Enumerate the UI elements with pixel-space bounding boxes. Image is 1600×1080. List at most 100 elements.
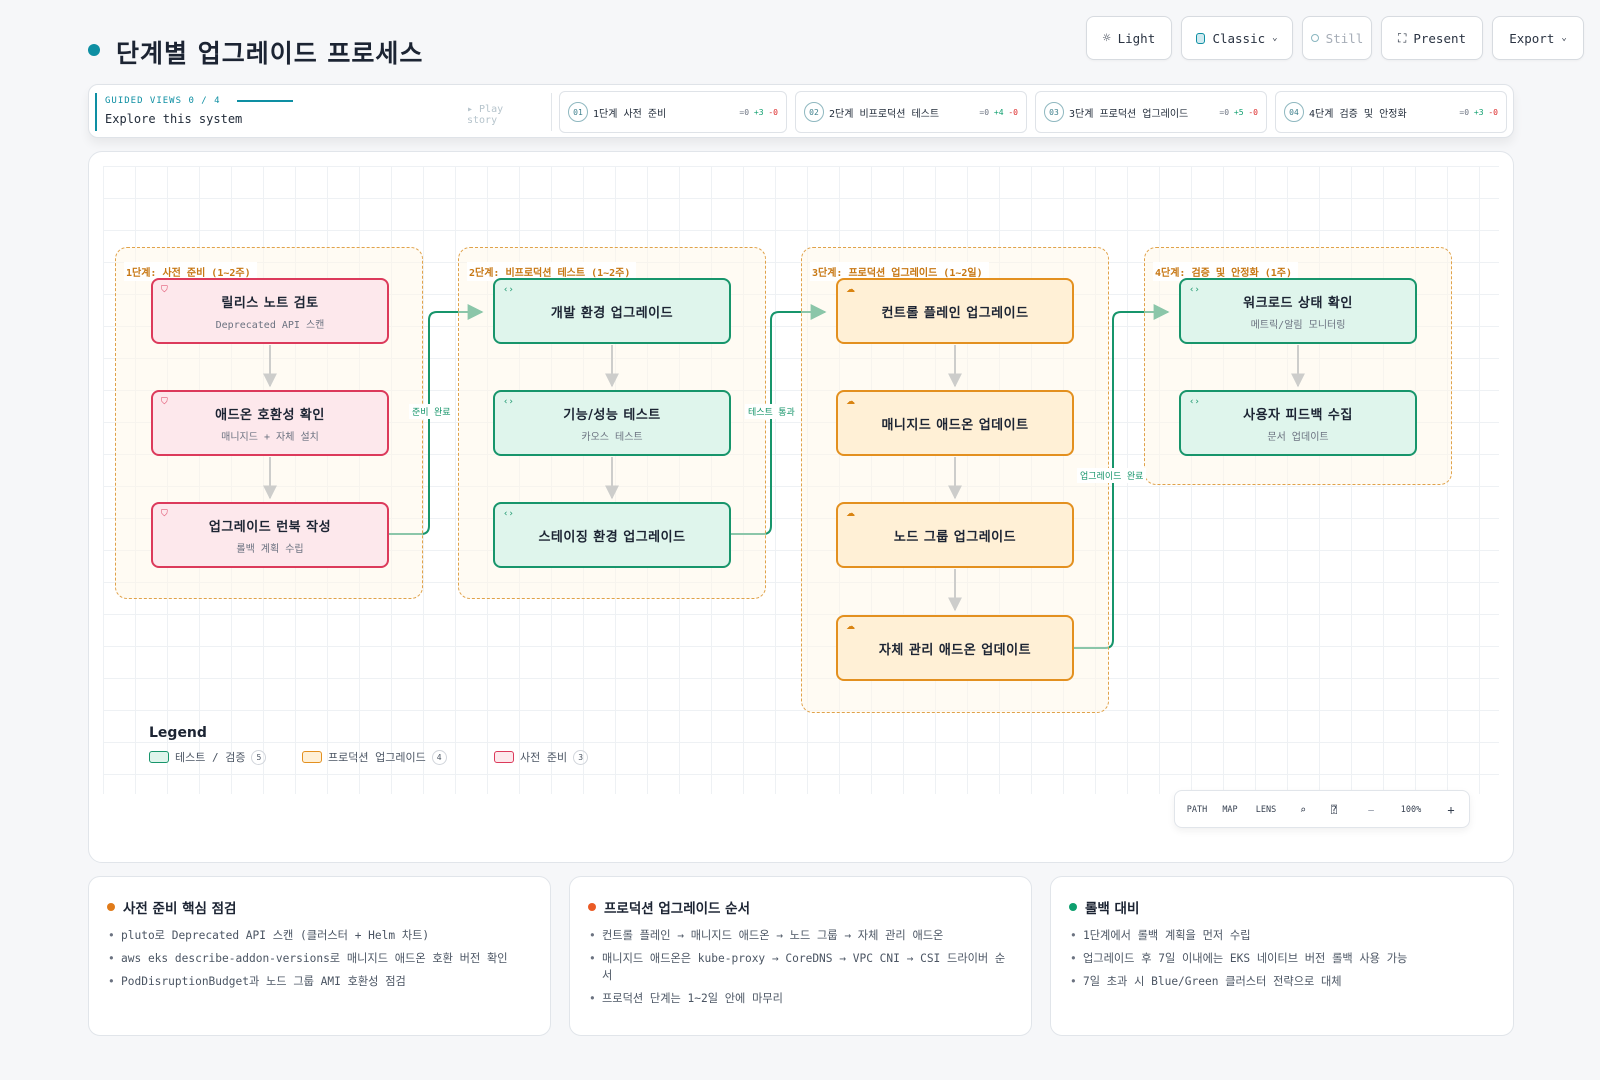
legend-item-test[interactable]: 테스트 / 검증 5 [149, 749, 267, 765]
node-staging-upgrade[interactable]: ‹› 스테이징 환경 업그레이드 [493, 502, 731, 568]
guided-intro: GUIDED VIEWS 0 / 4 Explore this system ▸… [95, 93, 535, 131]
circle-icon [1310, 34, 1319, 42]
guided-subtitle: Explore this system [105, 112, 243, 126]
divider [551, 93, 552, 131]
node-subtitle: 문서 업데이트 [1267, 431, 1329, 443]
list-item: 매니지드 애드온은 kube-proxy → CoreDNS → VPC CNI… [588, 950, 1013, 984]
stat-added: +3 [1473, 107, 1484, 117]
card-title: 사전 준비 핵심 점검 [123, 901, 237, 917]
card-title: 프로덕션 업그레이드 순서 [604, 901, 751, 917]
group-label: 2단계: 비프로덕션 테스트 (1~2주) [467, 262, 637, 281]
node-title: 기능/성능 테스트 [563, 407, 661, 423]
list-item: 업그레이드 후 7일 이내에는 EKS 네이티브 버전 롤백 사용 가능 [1069, 950, 1495, 967]
node-user-feedback[interactable]: ‹› 사용자 피드백 수집 문서 업데이트 [1179, 390, 1417, 456]
map-button[interactable]: MAP [1222, 805, 1238, 815]
lens-button[interactable]: LENS [1255, 805, 1277, 815]
stat-removed: -0 [1008, 107, 1018, 117]
node-release-notes-review[interactable]: ⛉ 릴리스 노트 검토 Deprecated API 스캔 [151, 278, 389, 344]
node-subtitle: 메트릭/알림 모니터링 [1250, 319, 1346, 331]
zoom-in-button[interactable]: + [1447, 803, 1455, 817]
edge-label: 준비 완료 [409, 404, 454, 419]
palette-icon [1196, 32, 1206, 44]
path-button[interactable]: PATH [1186, 805, 1208, 815]
cloud-icon: ☁ [846, 622, 855, 632]
node-runbook-writing[interactable]: ⛉ 업그레이드 런북 작성 롤백 계획 수립 [151, 502, 389, 568]
legend-item-prod[interactable]: 프로덕션 업그레이드 4 [302, 749, 447, 765]
step-stats: =0 +4 -0 [979, 108, 1018, 117]
node-self-managed-addon-update[interactable]: ☁ 자체 관리 애드온 업데이트 [836, 615, 1074, 681]
motion-label: Still [1325, 30, 1364, 46]
legend-item-prep[interactable]: 사전 준비 3 [494, 749, 589, 765]
node-managed-addon-update[interactable]: ☁ 매니지드 애드온 업데이트 [836, 390, 1074, 456]
stat-removed: -0 [768, 107, 778, 117]
theme-label: Light [1117, 30, 1156, 46]
cloud-icon: ☁ [846, 397, 855, 407]
stat-unchanged: =0 [1219, 107, 1230, 117]
node-title: 애드온 호환성 확인 [215, 407, 325, 423]
legend-count: 5 [251, 749, 267, 765]
node-dev-upgrade[interactable]: ‹› 개발 환경 업그레이드 [493, 278, 731, 344]
node-control-plane-upgrade[interactable]: ☁ 컨트롤 플레인 업그레이드 [836, 278, 1074, 344]
node-title: 사용자 피드백 수집 [1243, 407, 1353, 423]
motion-button[interactable]: Still [1302, 16, 1372, 60]
step-number: 01 [568, 102, 588, 122]
list-item: aws eks describe-addon-versions로 매니지드 애드… [107, 950, 532, 967]
stat-unchanged: =0 [739, 107, 750, 117]
diagram-canvas[interactable]: 1단계: 사전 준비 (1~2주) 2단계: 비프로덕션 테스트 (1~2주) … [88, 151, 1514, 863]
stat-added: +5 [1233, 107, 1244, 117]
group-label: 1단계: 사전 준비 (1~2주) [124, 262, 257, 281]
stat-removed: -0 [1488, 107, 1498, 117]
node-title: 노드 그룹 업그레이드 [893, 529, 1017, 545]
guided-step-2[interactable]: 02 2단계 비프로덕션 테스트 =0 +4 -0 [795, 91, 1027, 133]
node-workload-status-check[interactable]: ‹› 워크로드 상태 확인 메트릭/알림 모니터링 [1179, 278, 1417, 344]
node-title: 릴리스 노트 검토 [221, 295, 319, 311]
chevron-down-icon: ⌄ [1272, 32, 1278, 43]
legend-count: 4 [431, 749, 447, 765]
node-function-perf-test[interactable]: ‹› 기능/성능 테스트 카오스 테스트 [493, 390, 731, 456]
node-title: 스테이징 환경 업그레이드 [538, 529, 686, 545]
card-dot [588, 903, 596, 911]
legend-swatch [494, 751, 514, 763]
export-dropdown[interactable]: Export ⌄ [1492, 16, 1584, 60]
code-icon: ‹› [503, 509, 514, 519]
legend-label: 테스트 / 검증 [175, 751, 246, 764]
node-node-group-upgrade[interactable]: ☁ 노드 그룹 업그레이드 [836, 502, 1074, 568]
list-item: 1단계에서 롤백 계획을 먼저 수립 [1069, 927, 1495, 944]
present-label: Present [1413, 30, 1467, 46]
step-number: 04 [1284, 102, 1304, 122]
edge-phase2-to-phase3 [731, 304, 827, 535]
search-icon[interactable]: ⌕ [1299, 804, 1307, 816]
style-dropdown[interactable]: Classic ⌄ [1181, 16, 1293, 60]
canvas-toolbar: PATH MAP LENS ⌕ ⍰ − 100% + [1174, 790, 1470, 828]
step-label: 2단계 비프로덕션 테스트 [829, 108, 940, 120]
title-dot [88, 44, 100, 56]
node-subtitle: 롤백 계획 수립 [236, 543, 304, 555]
legend-swatch [302, 751, 322, 763]
code-icon: ‹› [503, 285, 514, 295]
guided-kicker: GUIDED VIEWS 0 / 4 [105, 96, 221, 106]
shield-icon: ⛉ [161, 285, 168, 295]
node-subtitle: 카오스 테스트 [581, 431, 643, 443]
present-button[interactable]: ⛶ Present [1381, 16, 1483, 60]
zoom-out-button[interactable]: − [1367, 803, 1375, 817]
list-item: 프로덕션 단계는 1~2일 안에 마무리 [588, 990, 1013, 1007]
guided-step-4[interactable]: 04 4단계 검증 및 안정화 =0 +3 -0 [1275, 91, 1507, 133]
code-icon: ‹› [1189, 285, 1200, 295]
guided-step-3[interactable]: 03 3단계 프로덕션 업그레이드 =0 +5 -0 [1035, 91, 1267, 133]
card-list: 컨트롤 플레인 → 매니지드 애드온 → 노드 그룹 → 자체 관리 애드온 매… [588, 927, 1013, 1007]
fullscreen-icon: ⛶ [1397, 31, 1407, 45]
group-label: 4단계: 검증 및 안정화 (1주) [1153, 262, 1298, 281]
theme-button[interactable]: ☼ Light [1086, 16, 1172, 60]
help-icon[interactable]: ⍰ [1330, 804, 1338, 816]
edge-label: 테스트 통과 [745, 404, 798, 419]
play-story-button[interactable]: ▸ Play story [467, 104, 504, 126]
edge-label: 업그레이드 완료 [1077, 468, 1147, 483]
node-addon-compat-check[interactable]: ⛉ 애드온 호환성 확인 매니지드 + 자체 설치 [151, 390, 389, 456]
legend-label: 프로덕션 업그레이드 [328, 751, 426, 764]
node-title: 컨트롤 플레인 업그레이드 [881, 305, 1029, 321]
step-number: 03 [1044, 102, 1064, 122]
card-list: pluto로 Deprecated API 스캔 (클러스터 + Helm 차트… [107, 927, 532, 990]
style-label: Classic [1212, 30, 1266, 46]
guided-step-1[interactable]: 01 1단계 사전 준비 =0 +3 -0 [559, 91, 787, 133]
guided-progress-line [237, 100, 293, 102]
